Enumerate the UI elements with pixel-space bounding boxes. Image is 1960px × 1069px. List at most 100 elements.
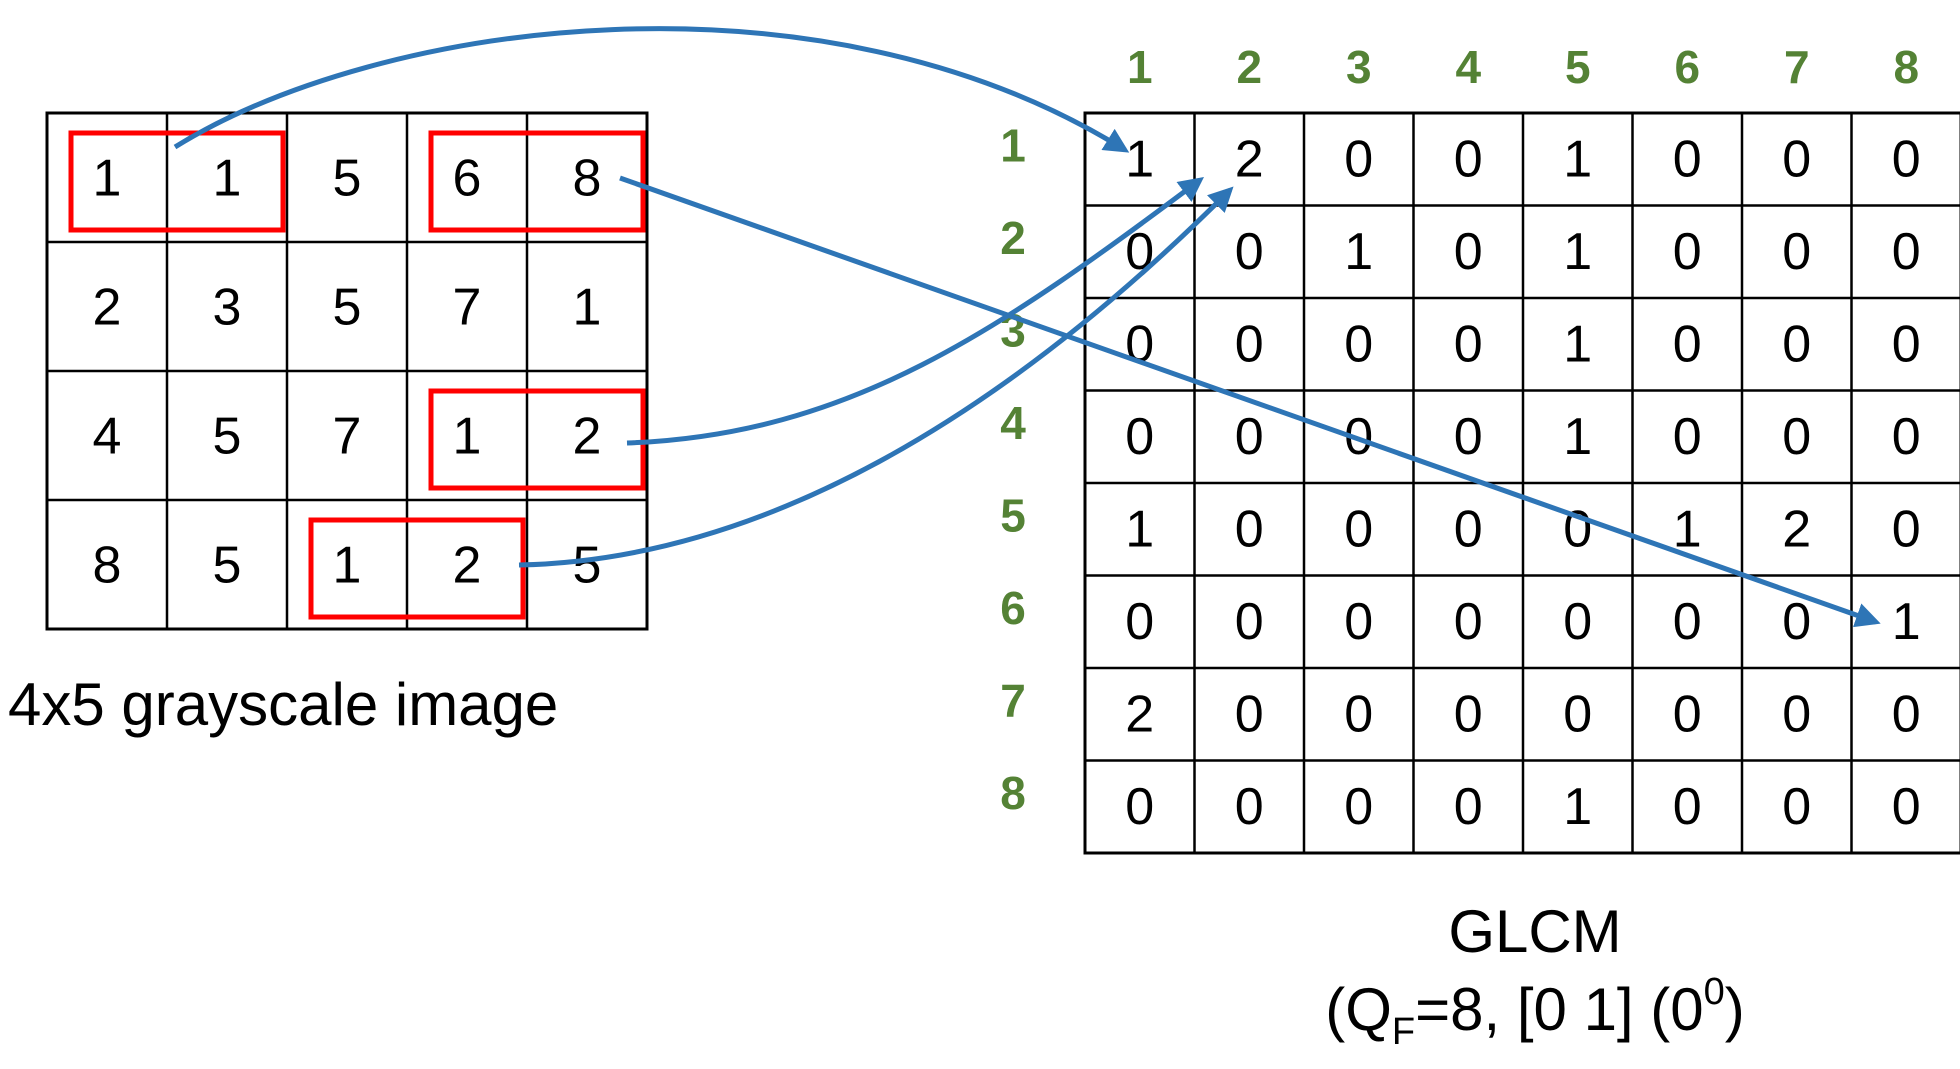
glcm-caption-title: GLCM xyxy=(1448,898,1621,965)
glcm-cell: 0 xyxy=(1454,130,1483,188)
glcm-cell: 0 xyxy=(1454,500,1483,558)
glcm-cell: 0 xyxy=(1344,778,1373,836)
glcm-cell: 0 xyxy=(1673,130,1702,188)
mapping-arrow xyxy=(626,177,1205,446)
glcm-row-header: 2 xyxy=(1000,212,1026,264)
glcm-column-header: 4 xyxy=(1455,41,1481,93)
glcm-row-header: 4 xyxy=(1000,397,1026,449)
glcm-cell: 0 xyxy=(1454,778,1483,836)
glcm-cell: 0 xyxy=(1344,593,1373,651)
glcm-cell: 0 xyxy=(1454,593,1483,651)
image-cell: 5 xyxy=(333,279,362,337)
image-caption: 4x5 grayscale image xyxy=(8,671,558,738)
glcm-cell: 0 xyxy=(1235,500,1264,558)
glcm-cell: 0 xyxy=(1782,778,1811,836)
image-cell: 5 xyxy=(213,537,242,595)
glcm-cell: 2 xyxy=(1125,685,1154,743)
glcm-row-header: 6 xyxy=(1000,582,1026,634)
glcm-cell: 1 xyxy=(1892,593,1921,651)
image-cell: 1 xyxy=(93,150,122,208)
glcm-cell: 0 xyxy=(1892,130,1921,188)
glcm-column-header: 5 xyxy=(1565,41,1591,93)
caption-superscript: 0 xyxy=(1704,971,1725,1013)
glcm-caption-params: (QF=8, [0 1] (00) xyxy=(1325,971,1745,1053)
glcm-cell: 0 xyxy=(1344,315,1373,373)
glcm-column-header: 8 xyxy=(1893,41,1919,93)
image-cell: 5 xyxy=(213,408,242,466)
glcm-cell: 0 xyxy=(1454,685,1483,743)
image-cell: 1 xyxy=(453,408,482,466)
image-highlights xyxy=(68,130,646,620)
caption-middle: =8, [0 1] (0 xyxy=(1415,976,1704,1043)
glcm-cell: 0 xyxy=(1892,223,1921,281)
glcm-cell: 0 xyxy=(1235,408,1264,466)
glcm-cell: 0 xyxy=(1125,778,1154,836)
glcm-cell: 0 xyxy=(1782,130,1811,188)
glcm-cell: 0 xyxy=(1673,593,1702,651)
glcm-column-header: 6 xyxy=(1674,41,1700,93)
glcm-cell: 0 xyxy=(1673,223,1702,281)
glcm-cell: 0 xyxy=(1344,500,1373,558)
glcm-cell: 2 xyxy=(1782,500,1811,558)
image-cell: 1 xyxy=(333,537,362,595)
glcm-cell: 0 xyxy=(1892,315,1921,373)
glcm-column-header: 7 xyxy=(1784,41,1810,93)
glcm-cell: 0 xyxy=(1782,315,1811,373)
glcm-cell: 0 xyxy=(1673,685,1702,743)
glcm-cell: 2 xyxy=(1235,130,1264,188)
image-cell: 1 xyxy=(573,279,602,337)
glcm-cell: 0 xyxy=(1235,223,1264,281)
mapping-arrow xyxy=(619,175,1881,628)
glcm-cell: 1 xyxy=(1125,500,1154,558)
mapping-arrows xyxy=(173,26,1881,628)
glcm-cell: 1 xyxy=(1563,130,1592,188)
image-cell: 5 xyxy=(573,537,602,595)
mapping-arrow xyxy=(173,26,1130,153)
image-cell: 1 xyxy=(213,150,242,208)
glcm-cell: 0 xyxy=(1673,315,1702,373)
glcm-row-header: 1 xyxy=(1000,119,1026,171)
glcm-cell: 0 xyxy=(1125,408,1154,466)
glcm-cell: 0 xyxy=(1454,315,1483,373)
caption-subscript: F xyxy=(1392,1011,1415,1053)
pixel-pair-box xyxy=(308,517,526,620)
glcm-cell: 0 xyxy=(1892,500,1921,558)
glcm-cell: 0 xyxy=(1673,408,1702,466)
glcm-row-header: 5 xyxy=(1000,489,1026,541)
image-cell: 2 xyxy=(93,279,122,337)
glcm-row-header: 8 xyxy=(1000,767,1026,819)
caption-open: (Q xyxy=(1325,976,1392,1043)
glcm-cell: 0 xyxy=(1892,685,1921,743)
glcm-cell: 0 xyxy=(1235,778,1264,836)
glcm-cell: 0 xyxy=(1344,130,1373,188)
glcm-cell: 0 xyxy=(1782,223,1811,281)
image-cell: 5 xyxy=(333,150,362,208)
glcm-cell: 1 xyxy=(1563,315,1592,373)
pixel-pair-box xyxy=(428,388,646,491)
glcm-cell: 0 xyxy=(1782,685,1811,743)
pixel-pair-box xyxy=(68,130,286,233)
image-cell: 2 xyxy=(573,408,602,466)
glcm-cell: 0 xyxy=(1344,685,1373,743)
glcm-cell: 0 xyxy=(1235,685,1264,743)
image-cell: 3 xyxy=(213,279,242,337)
glcm-cell: 0 xyxy=(1235,593,1264,651)
glcm-cell: 0 xyxy=(1235,315,1264,373)
glcm-cell: 0 xyxy=(1892,778,1921,836)
pixel-pair-box xyxy=(428,130,646,233)
glcm-cell: 0 xyxy=(1563,685,1592,743)
glcm-cell: 0 xyxy=(1454,408,1483,466)
glcm-cell: 1 xyxy=(1125,130,1154,188)
image-cell: 4 xyxy=(93,408,122,466)
glcm-cell: 0 xyxy=(1563,593,1592,651)
caption-close: ) xyxy=(1725,976,1745,1043)
glcm-cell: 0 xyxy=(1782,593,1811,651)
glcm-cell: 1 xyxy=(1344,223,1373,281)
image-cell: 6 xyxy=(453,150,482,208)
glcm-cell: 0 xyxy=(1782,408,1811,466)
image-cell: 8 xyxy=(93,537,122,595)
